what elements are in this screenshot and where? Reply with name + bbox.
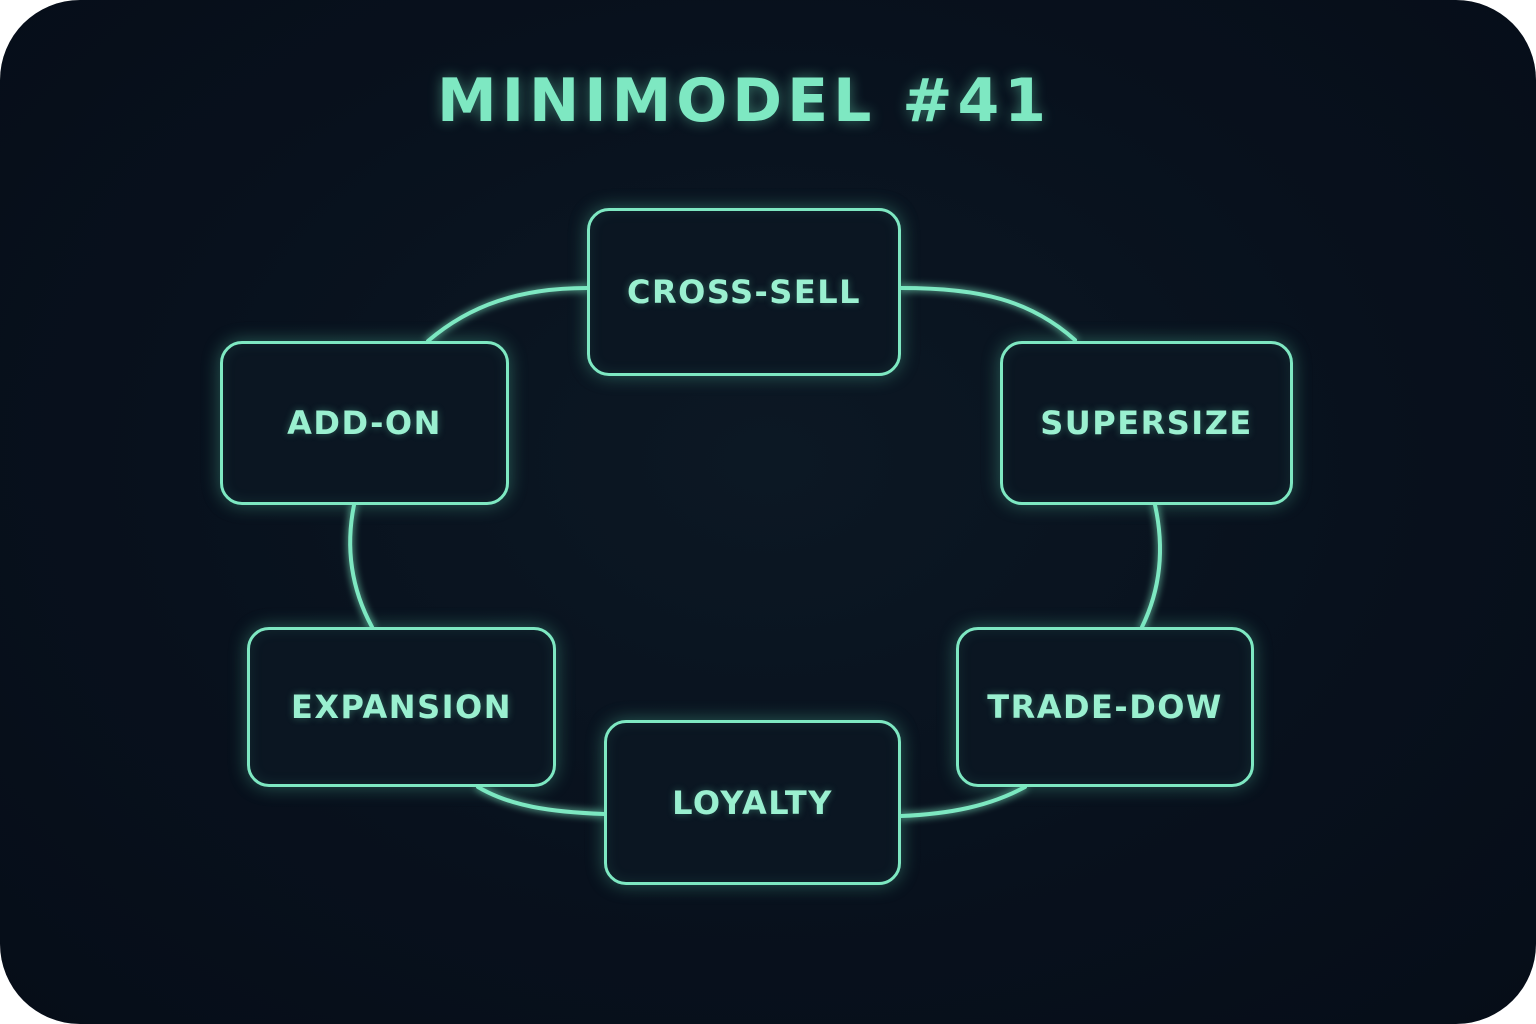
- node-cross-sell: CROSS-SELL: [587, 208, 901, 376]
- node-label: CROSS-SELL: [627, 273, 861, 311]
- node-add-on: ADD-ON: [220, 341, 509, 505]
- connector-addon-crosssell: [426, 286, 589, 343]
- node-label: LOYALTY: [672, 783, 833, 822]
- node-loyalty: LOYALTY: [604, 720, 901, 885]
- connector-loyalty-expansion: [476, 785, 606, 816]
- node-supersize: SUPERSIZE: [1000, 341, 1293, 505]
- connector-tradedown-loyalty: [899, 785, 1027, 818]
- node-label: ADD-ON: [287, 404, 442, 442]
- connector-crosssell-supersize: [899, 286, 1077, 342]
- connector-supersize-tradedown: [1140, 503, 1163, 629]
- node-label: SUPERSIZE: [1040, 404, 1253, 442]
- node-expansion: EXPANSION: [247, 627, 556, 787]
- connector-expansion-addon: [348, 503, 374, 629]
- node-label: TRADE-DOW: [987, 688, 1223, 726]
- diagram-title: MINIMODEL #41: [437, 66, 1051, 136]
- node-trade-down: TRADE-DOW: [956, 627, 1254, 787]
- node-label: EXPANSION: [290, 688, 513, 726]
